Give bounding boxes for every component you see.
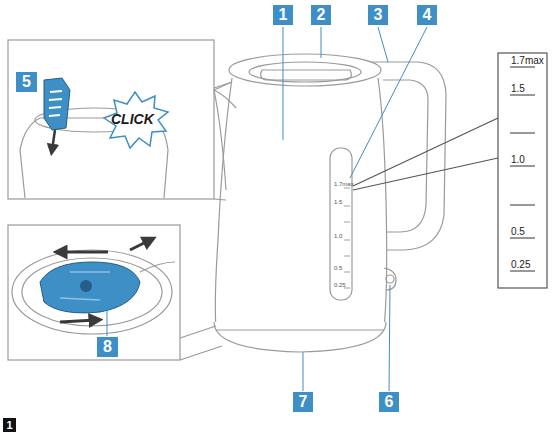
window-mark: 0.5 (334, 265, 342, 271)
callout-number: 3 (368, 5, 388, 25)
callout-number: 7 (293, 392, 313, 412)
window-mark: 1.5 (334, 199, 342, 205)
window-mark: 1.7max (334, 181, 354, 187)
callout-number: 4 (417, 5, 437, 25)
callout-number: 8 (97, 337, 118, 357)
scale-mark: 1.7max (511, 56, 544, 66)
scale-mark: 1.5 (511, 84, 525, 94)
scale-mark: 1.0 (511, 155, 525, 165)
callout-number: 6 (379, 392, 399, 412)
click-label: CLICK (111, 112, 154, 126)
callout-number: 1 (273, 5, 293, 25)
callout-number: 2 (311, 5, 331, 25)
scale-mark: 0.5 (511, 227, 525, 237)
window-mark: 0.25 (334, 282, 346, 288)
scale-mark: 0.25 (511, 260, 530, 270)
figure-number: 1 (3, 418, 16, 432)
callout-number: 5 (16, 72, 37, 92)
window-mark: 1.0 (334, 233, 342, 239)
